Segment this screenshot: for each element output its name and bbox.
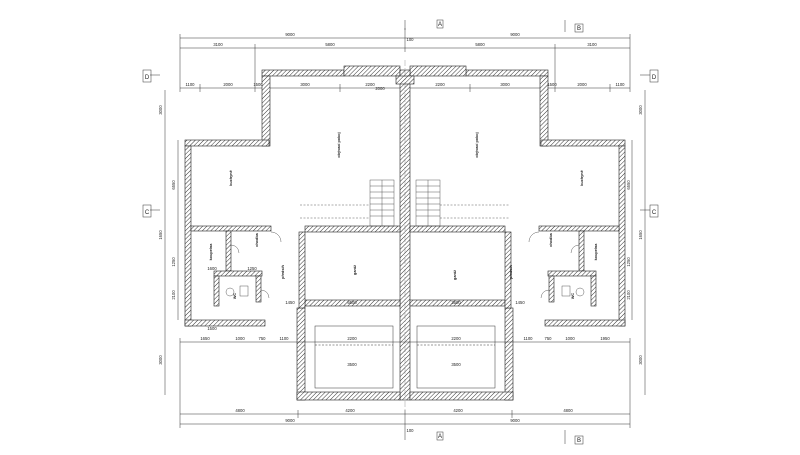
room-kitchen-left: kuchyně bbox=[229, 170, 233, 185]
dim-left-3: 1650 bbox=[158, 230, 163, 240]
dim-bottom-7: 100 bbox=[407, 428, 415, 433]
room-wc-right: WC bbox=[571, 293, 575, 300]
room-labels: obývací pokoj obývací pokoj kuchyně kuch… bbox=[209, 132, 598, 299]
dim-inner-6: 1450 bbox=[515, 300, 525, 305]
room-living-right: obývací pokoj bbox=[475, 132, 479, 157]
dim-inner-5: 1450 bbox=[285, 300, 295, 305]
dim-right-6: 3000 bbox=[638, 355, 643, 365]
axis-label-b-top: B bbox=[577, 26, 581, 32]
dim-top3-3: 1500 bbox=[253, 82, 263, 87]
bottom-dimension-texts: 4800 4200 4200 4800 9000 9000 100 1650 1… bbox=[200, 336, 610, 433]
bottom-dimension-lines bbox=[179, 338, 631, 445]
right-dimension-texts: 3000 6550 1650 1250 2100 3000 bbox=[626, 105, 643, 365]
dim-top3-7: 3000 bbox=[500, 82, 510, 87]
room-hall-left: chodba bbox=[255, 232, 259, 246]
dim-top2-4: 3100 bbox=[587, 42, 597, 47]
room-bath-right: koupelna bbox=[594, 243, 598, 261]
dim-bottom-mid-7: 1100 bbox=[523, 336, 533, 341]
dim-top2-1: 3100 bbox=[213, 42, 223, 47]
room-kitchen-right: kuchyně bbox=[580, 170, 584, 185]
dim-left-4: 1250 bbox=[171, 257, 176, 267]
dim-right-3: 1650 bbox=[638, 230, 643, 240]
door-swings bbox=[225, 231, 585, 299]
dim-left-5: 2100 bbox=[171, 290, 176, 300]
dim-inner-2: 3500 bbox=[451, 362, 461, 367]
dim-inner-8: 1250 bbox=[247, 266, 257, 271]
dim-bottom-mid-4: 1100 bbox=[279, 336, 289, 341]
axis-markers-top bbox=[404, 19, 584, 33]
dim-left-6: 3000 bbox=[158, 355, 163, 365]
dim-bottom-mid-6: 2200 bbox=[451, 336, 461, 341]
dim-top-2: 100 bbox=[407, 37, 415, 42]
dim-left-2: 6550 bbox=[171, 180, 176, 190]
dim-inner-3: 5500 bbox=[347, 300, 357, 305]
dim-bottom-mid-1: 1650 bbox=[200, 336, 210, 341]
dim-right-2: 6550 bbox=[626, 180, 631, 190]
axis-label-b-bottom: B bbox=[577, 438, 581, 444]
dim-top-1: 9000 bbox=[285, 32, 295, 37]
dim-bottom-mid-2: 1000 bbox=[235, 336, 245, 341]
dim-bottom-mid-8: 750 bbox=[545, 336, 553, 341]
dim-top3-4: 3000 bbox=[300, 82, 310, 87]
dim-top3-8: 1500 bbox=[547, 82, 557, 87]
axis-label-d-left: D bbox=[145, 75, 150, 81]
dim-inner-10: 2000 bbox=[375, 86, 385, 91]
dim-inner-7: 1600 bbox=[207, 266, 217, 271]
dim-right-5: 2100 bbox=[626, 290, 631, 300]
dim-right-1: 3000 bbox=[638, 105, 643, 115]
dim-bottom-3: 4200 bbox=[453, 408, 463, 413]
dim-top3-6: 2200 bbox=[435, 82, 445, 87]
inner-dimension-texts: 3500 3500 5500 3500 1450 1450 1600 1250 … bbox=[207, 86, 525, 367]
room-living-left: obývací pokoj bbox=[337, 132, 341, 157]
room-corridor-left: předsíň bbox=[281, 264, 285, 278]
dim-bottom-mid-3: 750 bbox=[259, 336, 267, 341]
dim-top-3: 9000 bbox=[510, 32, 520, 37]
dim-bottom-4: 4800 bbox=[563, 408, 573, 413]
axis-label-c-right: C bbox=[652, 210, 657, 216]
exterior-walls bbox=[184, 65, 626, 401]
room-garage-right: garáž bbox=[453, 270, 457, 280]
stairs-left bbox=[300, 179, 395, 227]
dim-bottom-mid-10: 1950 bbox=[600, 336, 610, 341]
dim-top3-5: 2200 bbox=[365, 82, 375, 87]
dim-top3-10: 1100 bbox=[615, 82, 625, 87]
room-hall-right: chodba bbox=[549, 232, 553, 246]
left-dimension-texts: 3000 6550 1650 1250 2100 3000 bbox=[158, 105, 176, 365]
garage-doors bbox=[314, 325, 496, 389]
room-bath-left: koupelna bbox=[209, 243, 213, 261]
axis-label-d-right: D bbox=[652, 75, 657, 81]
room-wc-left: WC bbox=[233, 293, 237, 300]
side-dimension-lines bbox=[142, 69, 659, 395]
dim-inner-9: 1500 bbox=[207, 326, 217, 331]
axis-label-c-left: C bbox=[145, 210, 150, 216]
room-corridor-right: předsíň bbox=[509, 264, 513, 278]
dim-top3-9: 2000 bbox=[577, 82, 587, 87]
room-garage-left: garáž bbox=[353, 265, 357, 275]
dim-inner-1: 3500 bbox=[347, 362, 357, 367]
dim-bottom-mid-9: 1000 bbox=[565, 336, 575, 341]
dim-top3-2: 2000 bbox=[223, 82, 233, 87]
dim-bottom-mid-5: 2200 bbox=[347, 336, 357, 341]
dim-inner-4: 3500 bbox=[451, 300, 461, 305]
dim-bottom-1: 4800 bbox=[235, 408, 245, 413]
top-dimension-texts: 9000 100 9000 3100 5800 5800 3100 1100 2… bbox=[185, 32, 625, 87]
stairs-right bbox=[415, 179, 510, 227]
dim-right-4: 1250 bbox=[626, 257, 631, 267]
dim-bottom-2: 4200 bbox=[345, 408, 355, 413]
axis-label-a-bottom: A bbox=[438, 434, 442, 440]
dim-top2-2: 5800 bbox=[325, 42, 335, 47]
axis-label-a-top: A bbox=[438, 22, 442, 28]
dim-bottom-6: 9000 bbox=[510, 418, 520, 423]
dim-top3-1: 1100 bbox=[185, 82, 195, 87]
dim-left-1: 3000 bbox=[158, 105, 163, 115]
dim-top2-3: 5800 bbox=[475, 42, 485, 47]
dim-bottom-5: 9000 bbox=[285, 418, 295, 423]
